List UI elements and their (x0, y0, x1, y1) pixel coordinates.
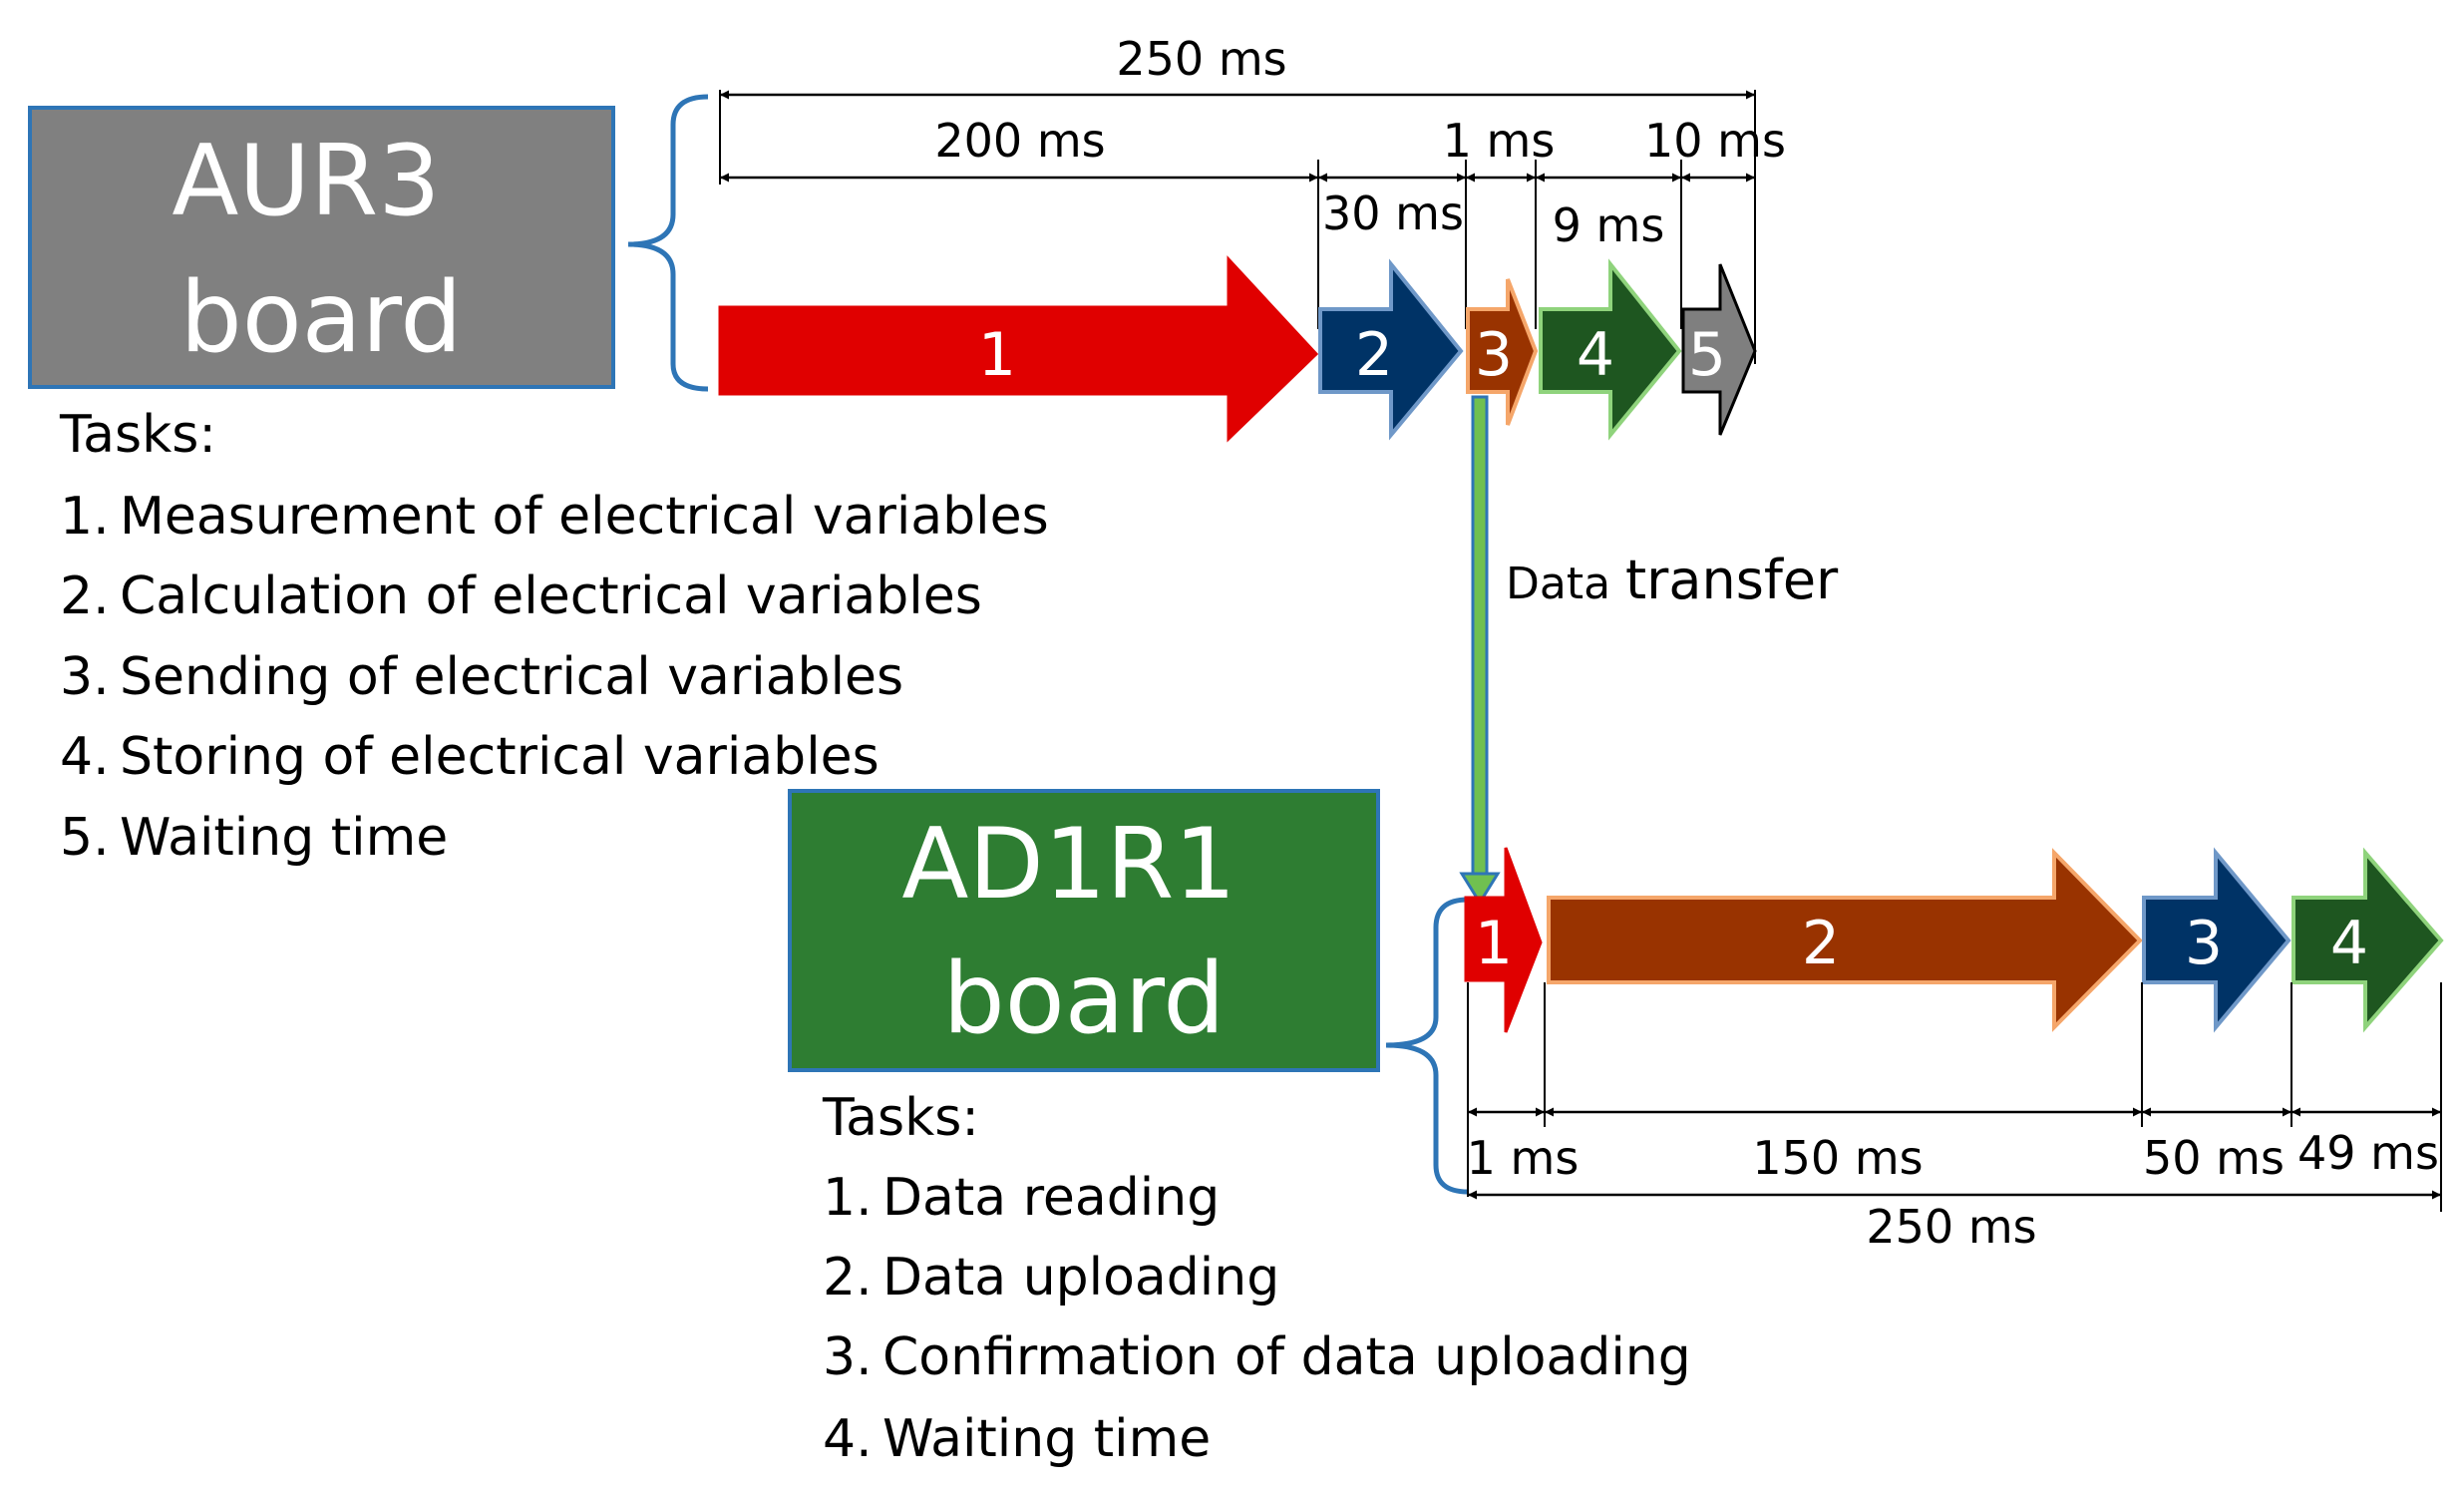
aur3-tasks: Tasks: 1. Measurement of electrical vari… (59, 405, 1049, 868)
ad1r1-task-3-num: 3. (823, 1327, 873, 1387)
aur3-d3-label: 1 ms (1443, 114, 1556, 168)
aur3-task-4-num: 4. (60, 727, 110, 787)
ad1r1-task-1-num: 1. (823, 1168, 873, 1228)
aur3-d2-label: 30 ms (1322, 187, 1464, 240)
data-transfer-label-large: transfer (1625, 549, 1839, 611)
ad1r1-task-4-num: 4. (823, 1409, 873, 1469)
aur3-task-5-text: Waiting time (120, 808, 448, 868)
aur3-step-2-arrow (1318, 258, 1464, 441)
ad1r1-task-2-num: 2. (823, 1248, 873, 1308)
ad1r1-task-2-text: Data uploading (882, 1248, 1279, 1308)
ad1r1-steps: 1 2 3 4 (1464, 847, 2444, 1033)
aur3-task-4-text: Storing of electrical variables (120, 727, 880, 787)
ad1r1-d1-label: 1 ms (1467, 1131, 1580, 1185)
data-transfer-arrowhead (1459, 872, 1501, 906)
aur3-step-3-arrow (1466, 278, 1539, 426)
ad1r1-step-1-label: 1 (1475, 909, 1513, 978)
aur3-total-label: 250 ms (1116, 32, 1286, 86)
ad1r1-d2-label: 150 ms (1752, 1131, 1923, 1185)
aur3-step-1-arrow (718, 255, 1319, 443)
ad1r1-step-3-arrow (2142, 847, 2291, 1033)
aur3-title-line2: board (180, 261, 463, 375)
ad1r1-tasks-heading: Tasks: (822, 1088, 979, 1148)
aur3-step-4-arrow (1539, 258, 1682, 441)
ad1r1-tasks: Tasks: 1. Data reading 2. Data uploading… (822, 1088, 1691, 1469)
aur3-step-2-label: 2 (1355, 320, 1393, 390)
ad1r1-dimensions: 1 ms 150 ms 50 ms 49 ms 250 ms (1467, 982, 2442, 1254)
ad1r1-step-2-label: 2 (1802, 909, 1840, 978)
aur3-tasks-heading: Tasks: (59, 405, 216, 465)
aur3-step-1-label: 1 (978, 320, 1016, 390)
ad1r1-d4-label: 49 ms (2297, 1126, 2439, 1180)
ad1r1-step-4-label: 4 (2330, 909, 2368, 978)
ad1r1-brace (1385, 897, 1469, 1195)
data-transfer-label-small: Data (1506, 559, 1610, 609)
ad1r1-step-4-arrow (2291, 847, 2444, 1033)
aur3-d5-label: 10 ms (1644, 114, 1786, 168)
ad1r1-d3-label: 50 ms (2143, 1131, 2285, 1185)
aur3-step-4-label: 4 (1577, 320, 1614, 390)
ad1r1-step-2-arrow (1547, 848, 2143, 1032)
aur3-steps: 1 2 3 4 5 (718, 255, 1757, 443)
aur3-task-2-num: 2. (60, 566, 110, 626)
aur3-board-box (28, 106, 615, 389)
ad1r1-total-label: 250 ms (1866, 1200, 2036, 1254)
aur3-task-5-num: 5. (60, 808, 110, 868)
aur3-task-3-num: 3. (60, 647, 110, 707)
ad1r1-title-line1: AD1R1 (901, 808, 1235, 922)
data-transfer-shaft (1471, 395, 1489, 878)
aur3-step-3-label: 3 (1475, 320, 1513, 390)
ad1r1-task-1-text: Data reading (882, 1168, 1220, 1228)
ad1r1-step-1-arrow (1464, 847, 1543, 1033)
ad1r1-title-line2: board (943, 942, 1226, 1056)
aur3-d1-label: 200 ms (934, 114, 1105, 168)
ad1r1-board-box (788, 789, 1380, 1072)
aur3-brace (627, 94, 709, 392)
aur3-step-5-arrow (1681, 263, 1757, 436)
data-transfer: Data transfer (1459, 395, 1839, 906)
ad1r1-task-4-text: Waiting time (882, 1409, 1211, 1469)
ad1r1-step-3-label: 3 (2185, 909, 2223, 978)
aur3-step-5-label: 5 (1688, 320, 1726, 390)
aur3-d4-label: 9 ms (1553, 198, 1665, 252)
aur3-task-2-text: Calculation of electrical variables (120, 566, 982, 626)
aur3-dimensions: 250 ms 200 ms 30 ms 1 ms 9 ms 10 ms (719, 32, 1786, 364)
aur3-task-3-text: Sending of electrical variables (120, 647, 903, 707)
aur3-board: AUR3 board (28, 94, 709, 392)
aur3-task-1-text: Measurement of electrical variables (120, 487, 1049, 547)
ad1r1-task-3-text: Confirmation of data uploading (882, 1327, 1691, 1387)
aur3-task-1-num: 1. (60, 487, 110, 547)
ad1r1-board: AD1R1 board (788, 789, 1469, 1195)
aur3-title-line1: AUR3 (172, 125, 440, 238)
